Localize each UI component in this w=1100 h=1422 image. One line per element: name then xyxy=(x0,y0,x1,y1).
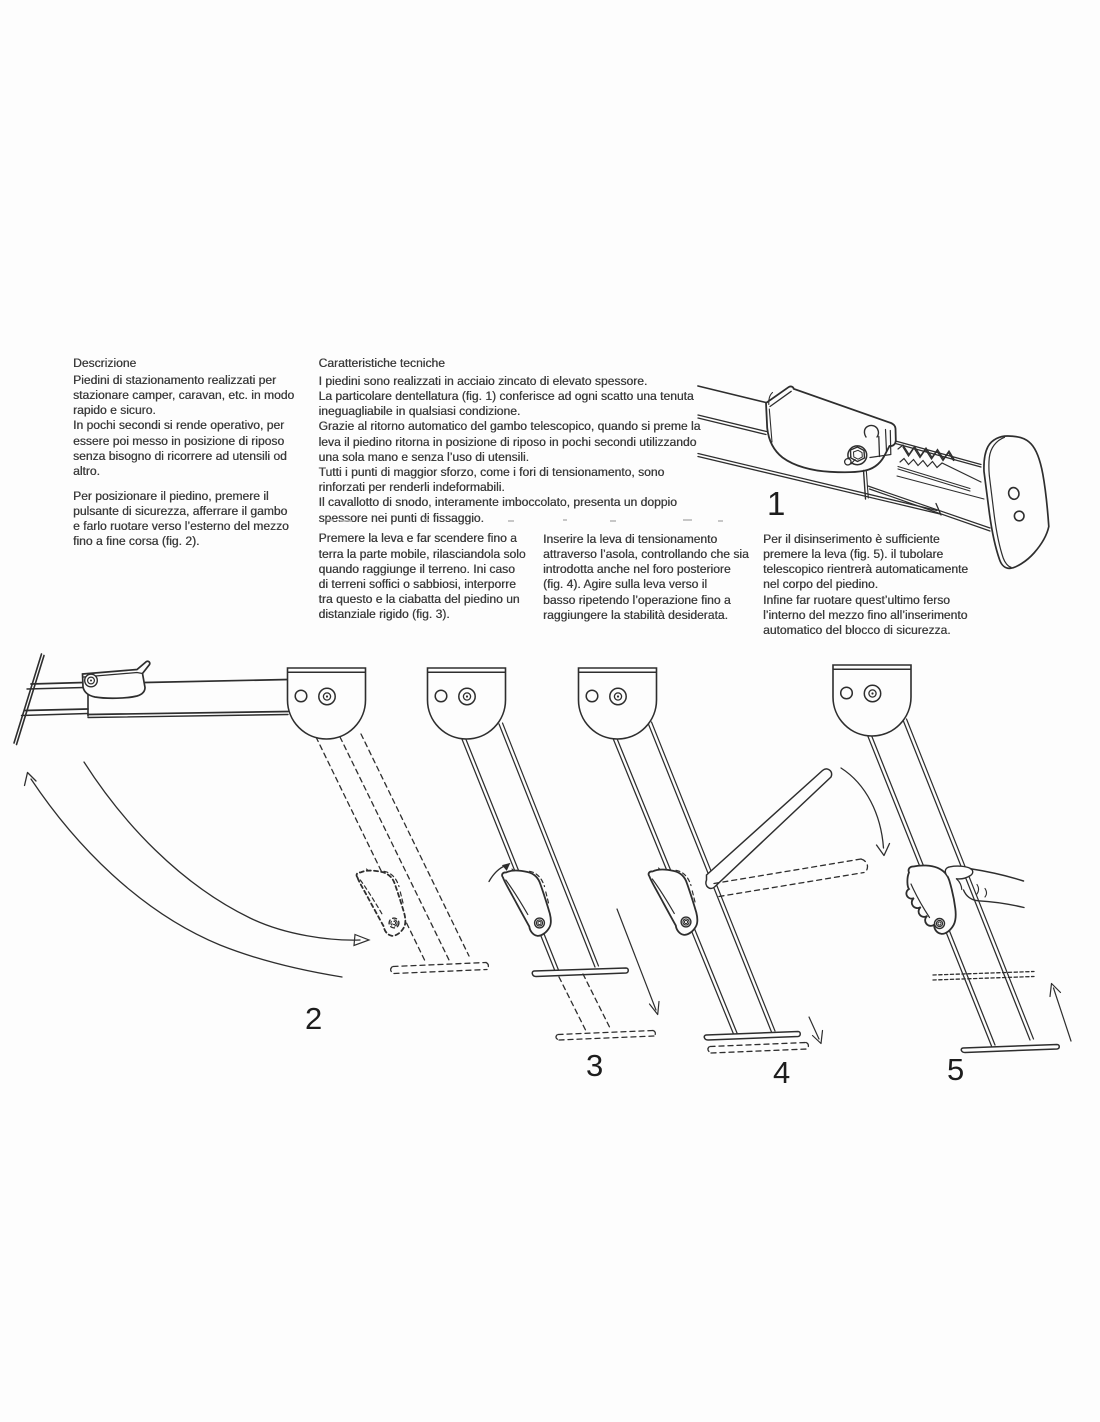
svg-text:4: 4 xyxy=(773,1055,790,1090)
svg-text:3: 3 xyxy=(586,1048,603,1083)
svg-text:1: 1 xyxy=(767,485,785,522)
svg-text:2: 2 xyxy=(305,1001,322,1036)
svg-text:5: 5 xyxy=(947,1052,964,1087)
